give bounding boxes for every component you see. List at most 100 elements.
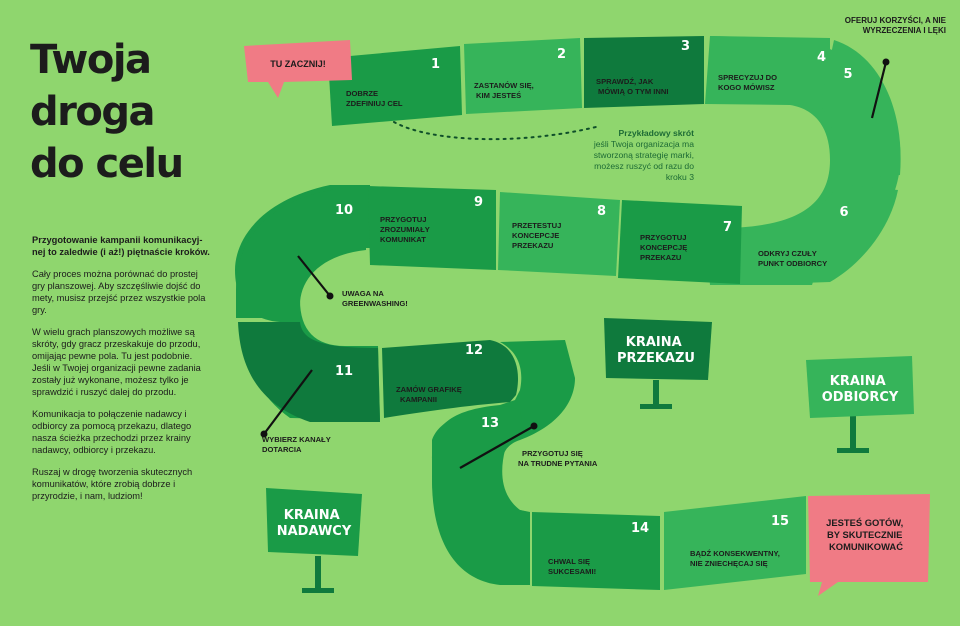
step-number-14: 14	[631, 521, 649, 536]
pointer-step5	[870, 58, 890, 119]
svg-text:PRZETESTUJ KONCEPCJE: PRZETESTUJ KONCEPCJE PRZEKAZU	[512, 221, 564, 250]
svg-text:ODKRYJ CZUŁY PUNKT ODB: ODKRYJ CZUŁY PUNKT ODBIORCY	[758, 249, 827, 268]
step-label-7c: PRZEKAZU	[640, 253, 682, 262]
step-label-8b: KONCEPCJE	[512, 231, 559, 240]
step-tile-9[interactable]: 9 PRZYGOTUJ ZROZUMIAŁY KOMUNIKAT	[368, 186, 496, 270]
sign-przekazu-line1: KRAINA	[626, 335, 682, 350]
step-tile-14[interactable]: 14 CHWAL SIĘ SUKCESAMI!	[532, 512, 660, 590]
step-number-9: 9	[474, 195, 483, 210]
step-label-6b: PUNKT ODBIORCY	[758, 259, 827, 268]
svg-text:UWAGA NA GREENWASHING!: UWAGA NA GREENWASHING!	[342, 289, 408, 308]
svg-text:KRAINA NADAWCY: KRAINA NADAWCY	[277, 508, 352, 539]
sign-nadawcy-line2: NADAWCY	[277, 524, 352, 539]
step-tile-3[interactable]: 3 SPRAWDŹ, JAK MÓWIĄ O TYM INNI	[584, 36, 704, 108]
intro-paragraph-2: W wielu grach planszowych możliwe są skr…	[32, 327, 201, 397]
step-label-9b: ZROZUMIAŁY	[380, 225, 430, 234]
step-label-14b: SUKCESAMI!	[548, 567, 596, 576]
step-label-7a: PRZYGOTUJ	[640, 233, 686, 242]
step-number-6: 6	[839, 205, 848, 220]
step-number-4: 4	[817, 50, 826, 65]
step-number-13: 13	[481, 416, 499, 431]
step-label-3b: MÓWIĄ O TYM INNI	[598, 87, 668, 96]
step-label-1b: ZDEFINIUJ CEL	[346, 99, 403, 108]
step-number-11: 11	[335, 364, 353, 379]
step-tile-13[interactable]: 13	[432, 406, 528, 584]
sign-odbiorcy-line1: KRAINA	[830, 374, 886, 389]
step-label-2a: ZASTANÓW SIĘ,	[474, 81, 534, 90]
step-label-4a: SPRECYZUJ DO	[718, 73, 777, 82]
svg-text:SPRECYZUJ DO KOGO MÓWI: SPRECYZUJ DO KOGO MÓWISZ	[718, 73, 779, 92]
step-number-3: 3	[681, 39, 690, 54]
svg-text:CHWAL SIĘ SUKCESAMI!: CHWAL SIĘ SUKCESAMI!	[548, 557, 596, 576]
svg-text:PRZYGOTUJ SIĘ NA TRUDNE: PRZYGOTUJ SIĘ NA TRUDNE PYTANIA	[518, 449, 598, 468]
step-tile-7[interactable]: 7 PRZYGOTUJ KONCEPCJĘ PRZEKAZU	[618, 200, 742, 284]
step-tile-5[interactable]: 5	[820, 40, 901, 180]
step-label-15a: BĄDŹ KONSEKWENTNY,	[690, 549, 780, 558]
sign-kraina-nadawcy: KRAINA NADAWCY	[266, 488, 362, 593]
callout-greenwashing-2: GREENWASHING!	[342, 299, 408, 308]
svg-text:SPRAWDŹ, JAK MÓWIĄ O T: SPRAWDŹ, JAK MÓWIĄ O TYM INNI	[596, 77, 668, 96]
step-tile-6[interactable]: 6 ODKRYJ CZUŁY PUNKT ODBIORCY	[740, 184, 898, 285]
step-label-8c: PRZEKAZU	[512, 241, 554, 250]
svg-text:ZAMÓW GRAFIKĘ KAMPANII: ZAMÓW GRAFIKĘ KAMPANII	[396, 385, 464, 404]
step-label-8a: PRZETESTUJ	[512, 221, 561, 230]
svg-text:ZASTANÓW SIĘ, KIM JEST: ZASTANÓW SIĘ, KIM JESTEŚ	[474, 81, 536, 100]
intro-lead: Przygotowanie kampanii komunikacyj­nej t…	[32, 235, 210, 257]
intro-paragraph-1: Cały proces można porównać do prostej gr…	[32, 269, 206, 315]
step-number-12: 12	[465, 343, 483, 358]
svg-text:KRAINA PRZEKAZU: KRAINA PRZEKAZU	[617, 335, 695, 366]
callout-channels-2: DOTARCIA	[262, 445, 302, 454]
step-label-12a: ZAMÓW GRAFIKĘ	[396, 385, 462, 394]
step-label-15b: NIE ZNIECHĘCAJ SIĘ	[690, 559, 768, 568]
step-tile-2[interactable]: 2 ZASTANÓW SIĘ, KIM JESTEŚ	[464, 38, 582, 114]
step-number-2: 2	[557, 47, 566, 62]
sign-kraina-przekazu: KRAINA PRZEKAZU	[604, 318, 712, 409]
finish-bubble: JESTEŚ GOTÓW, BY SKUTECZNIE KOMUNIKOWAĆ	[808, 494, 930, 596]
callout-greenwashing-1: UWAGA NA	[342, 289, 384, 298]
svg-text:KRAINA ODBIORCY: KRAINA ODBIORCY	[822, 374, 899, 405]
pointer-channels	[260, 369, 313, 438]
step-tile-11[interactable]: 11	[238, 322, 380, 422]
step-tile-4[interactable]: 4 SPRECYZUJ DO KOGO MÓWISZ	[710, 36, 830, 104]
step-tile-8[interactable]: 8 PRZETESTUJ KONCEPCJE PRZEKAZU	[498, 192, 620, 276]
title-line-3: do celu	[30, 141, 184, 187]
step-tile-1[interactable]: 1 DOBRZE ZDEFINIUJ CEL	[328, 46, 462, 126]
step-number-5: 5	[843, 67, 852, 82]
sign-przekazu-line2: PRZEKAZU	[617, 351, 695, 366]
svg-text:WYBIERZ KANAŁY DOTARCIA: WYBIERZ KANAŁY DOTARCIA	[262, 435, 333, 454]
finish-line-2: BY SKUTECZNIE	[827, 529, 902, 540]
callout-step5: Oferuj korzyści, a nie wyrzeczenia i lęk…	[842, 16, 946, 36]
step-label-3a: SPRAWDŹ, JAK	[596, 77, 654, 86]
step-number-7: 7	[723, 220, 732, 235]
step-tile-12[interactable]: 12 ZAMÓW GRAFIKĘ KAMPANII	[382, 340, 519, 418]
finish-line-3: KOMUNIKOWAĆ	[829, 541, 903, 552]
step-number-10: 10	[335, 203, 353, 218]
shortcut-hint-title: Przykładowy skrót	[618, 128, 694, 138]
sign-odbiorcy-line2: ODBIORCY	[822, 390, 899, 405]
step-tile-15[interactable]: 15 BĄDŹ KONSEKWENTNY, NIE ZNIECHĘCAJ SIĘ	[664, 496, 806, 590]
callout-step5-text: Oferuj korzyści, a nie wyrzeczenia i lęk…	[844, 16, 946, 35]
start-label: TU ZACZNIJ!	[270, 59, 326, 69]
step-label-1a: DOBRZE	[346, 89, 378, 98]
callout-channels-1: WYBIERZ KANAŁY	[262, 435, 331, 444]
step-number-15: 15	[771, 514, 789, 529]
title-line-2: droga	[30, 89, 155, 135]
step-label-14a: CHWAL SIĘ	[548, 557, 590, 566]
step-label-9a: PRZYGOTUJ	[380, 215, 426, 224]
step-label-4b: KOGO MÓWISZ	[718, 83, 775, 92]
step-label-2b: KIM JESTEŚ	[476, 91, 521, 100]
shortcut-hint-text: jeśli Twoja organizacja ma stworzoną str…	[593, 139, 694, 182]
step-label-12b: KAMPANII	[400, 395, 437, 404]
svg-text:BĄDŹ KONSEKWENTNY, NIE: BĄDŹ KONSEKWENTNY, NIE ZNIECHĘCAJ SIĘ	[690, 549, 782, 568]
step-tile-10[interactable]: 10	[236, 186, 366, 318]
sign-kraina-odbiorcy: KRAINA ODBIORCY	[806, 356, 914, 453]
page-title: Twoja droga do celu	[30, 34, 184, 190]
svg-text:PRZYGOTUJ ZROZUMIAŁY: PRZYGOTUJ ZROZUMIAŁY KOMUNIKAT	[380, 215, 432, 244]
start-bubble: TU ZACZNIJ!	[244, 40, 352, 98]
finish-line-1: JESTEŚ GOTÓW,	[826, 517, 903, 528]
svg-text:DOBRZE ZDEFINIUJ CEL: DOBRZE ZDEFINIUJ CEL	[346, 89, 403, 108]
shortcut-dotted-line	[393, 121, 601, 141]
pointer-greenwashing	[297, 255, 334, 300]
